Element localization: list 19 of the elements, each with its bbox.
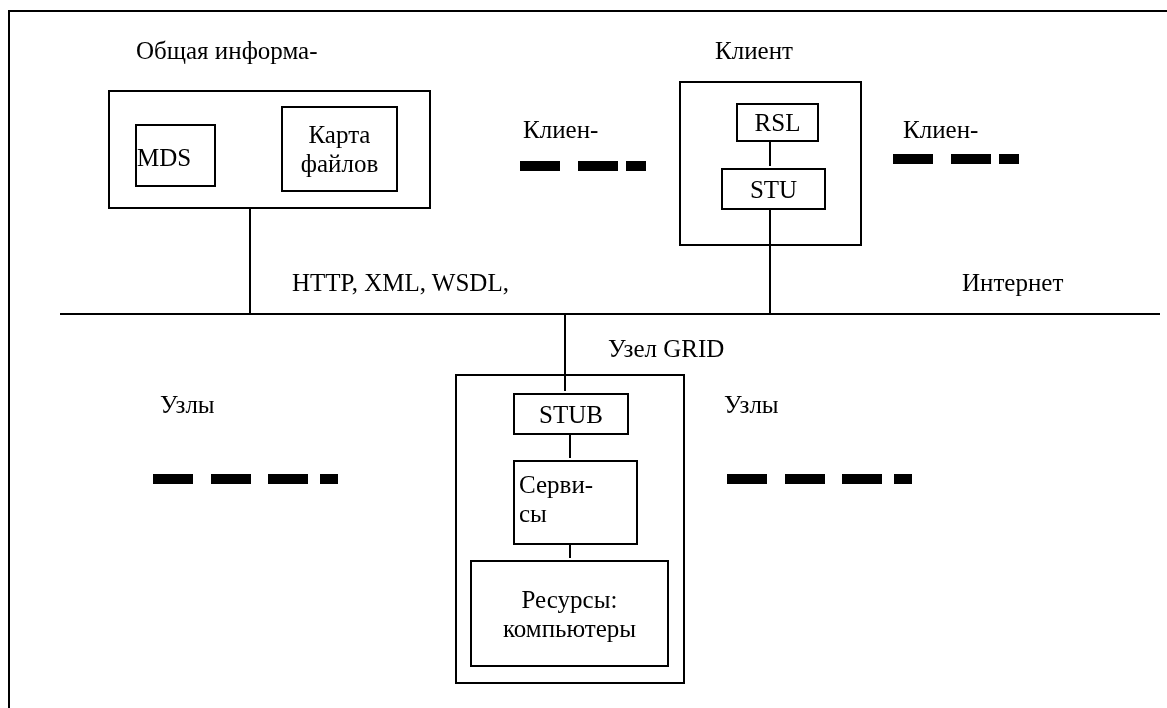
connector-line: [564, 314, 566, 392]
network-line: [60, 313, 1160, 315]
text-label: Узлы: [160, 390, 215, 420]
group-title: Общая информа-: [136, 36, 318, 66]
component-box: Серви- сы: [513, 460, 638, 545]
text-label: HTTP, XML, WSDL,: [292, 268, 509, 298]
text-label: Интернет: [962, 268, 1064, 298]
component-box: Ресурсы: компьютеры: [470, 560, 669, 667]
component-box: RSL: [736, 103, 819, 142]
group-title: Клиент: [715, 36, 793, 66]
component-box: STUB: [513, 393, 629, 435]
component-box: Карта файлов: [281, 106, 398, 192]
text-label: Клиен-: [523, 115, 599, 145]
component-box: STU: [721, 168, 826, 210]
group-title: Узел GRID: [608, 334, 725, 364]
component-box: MDS: [135, 124, 216, 187]
text-label: Клиен-: [903, 115, 979, 145]
connector-line: [249, 208, 251, 314]
text-label: Узлы: [724, 390, 779, 420]
